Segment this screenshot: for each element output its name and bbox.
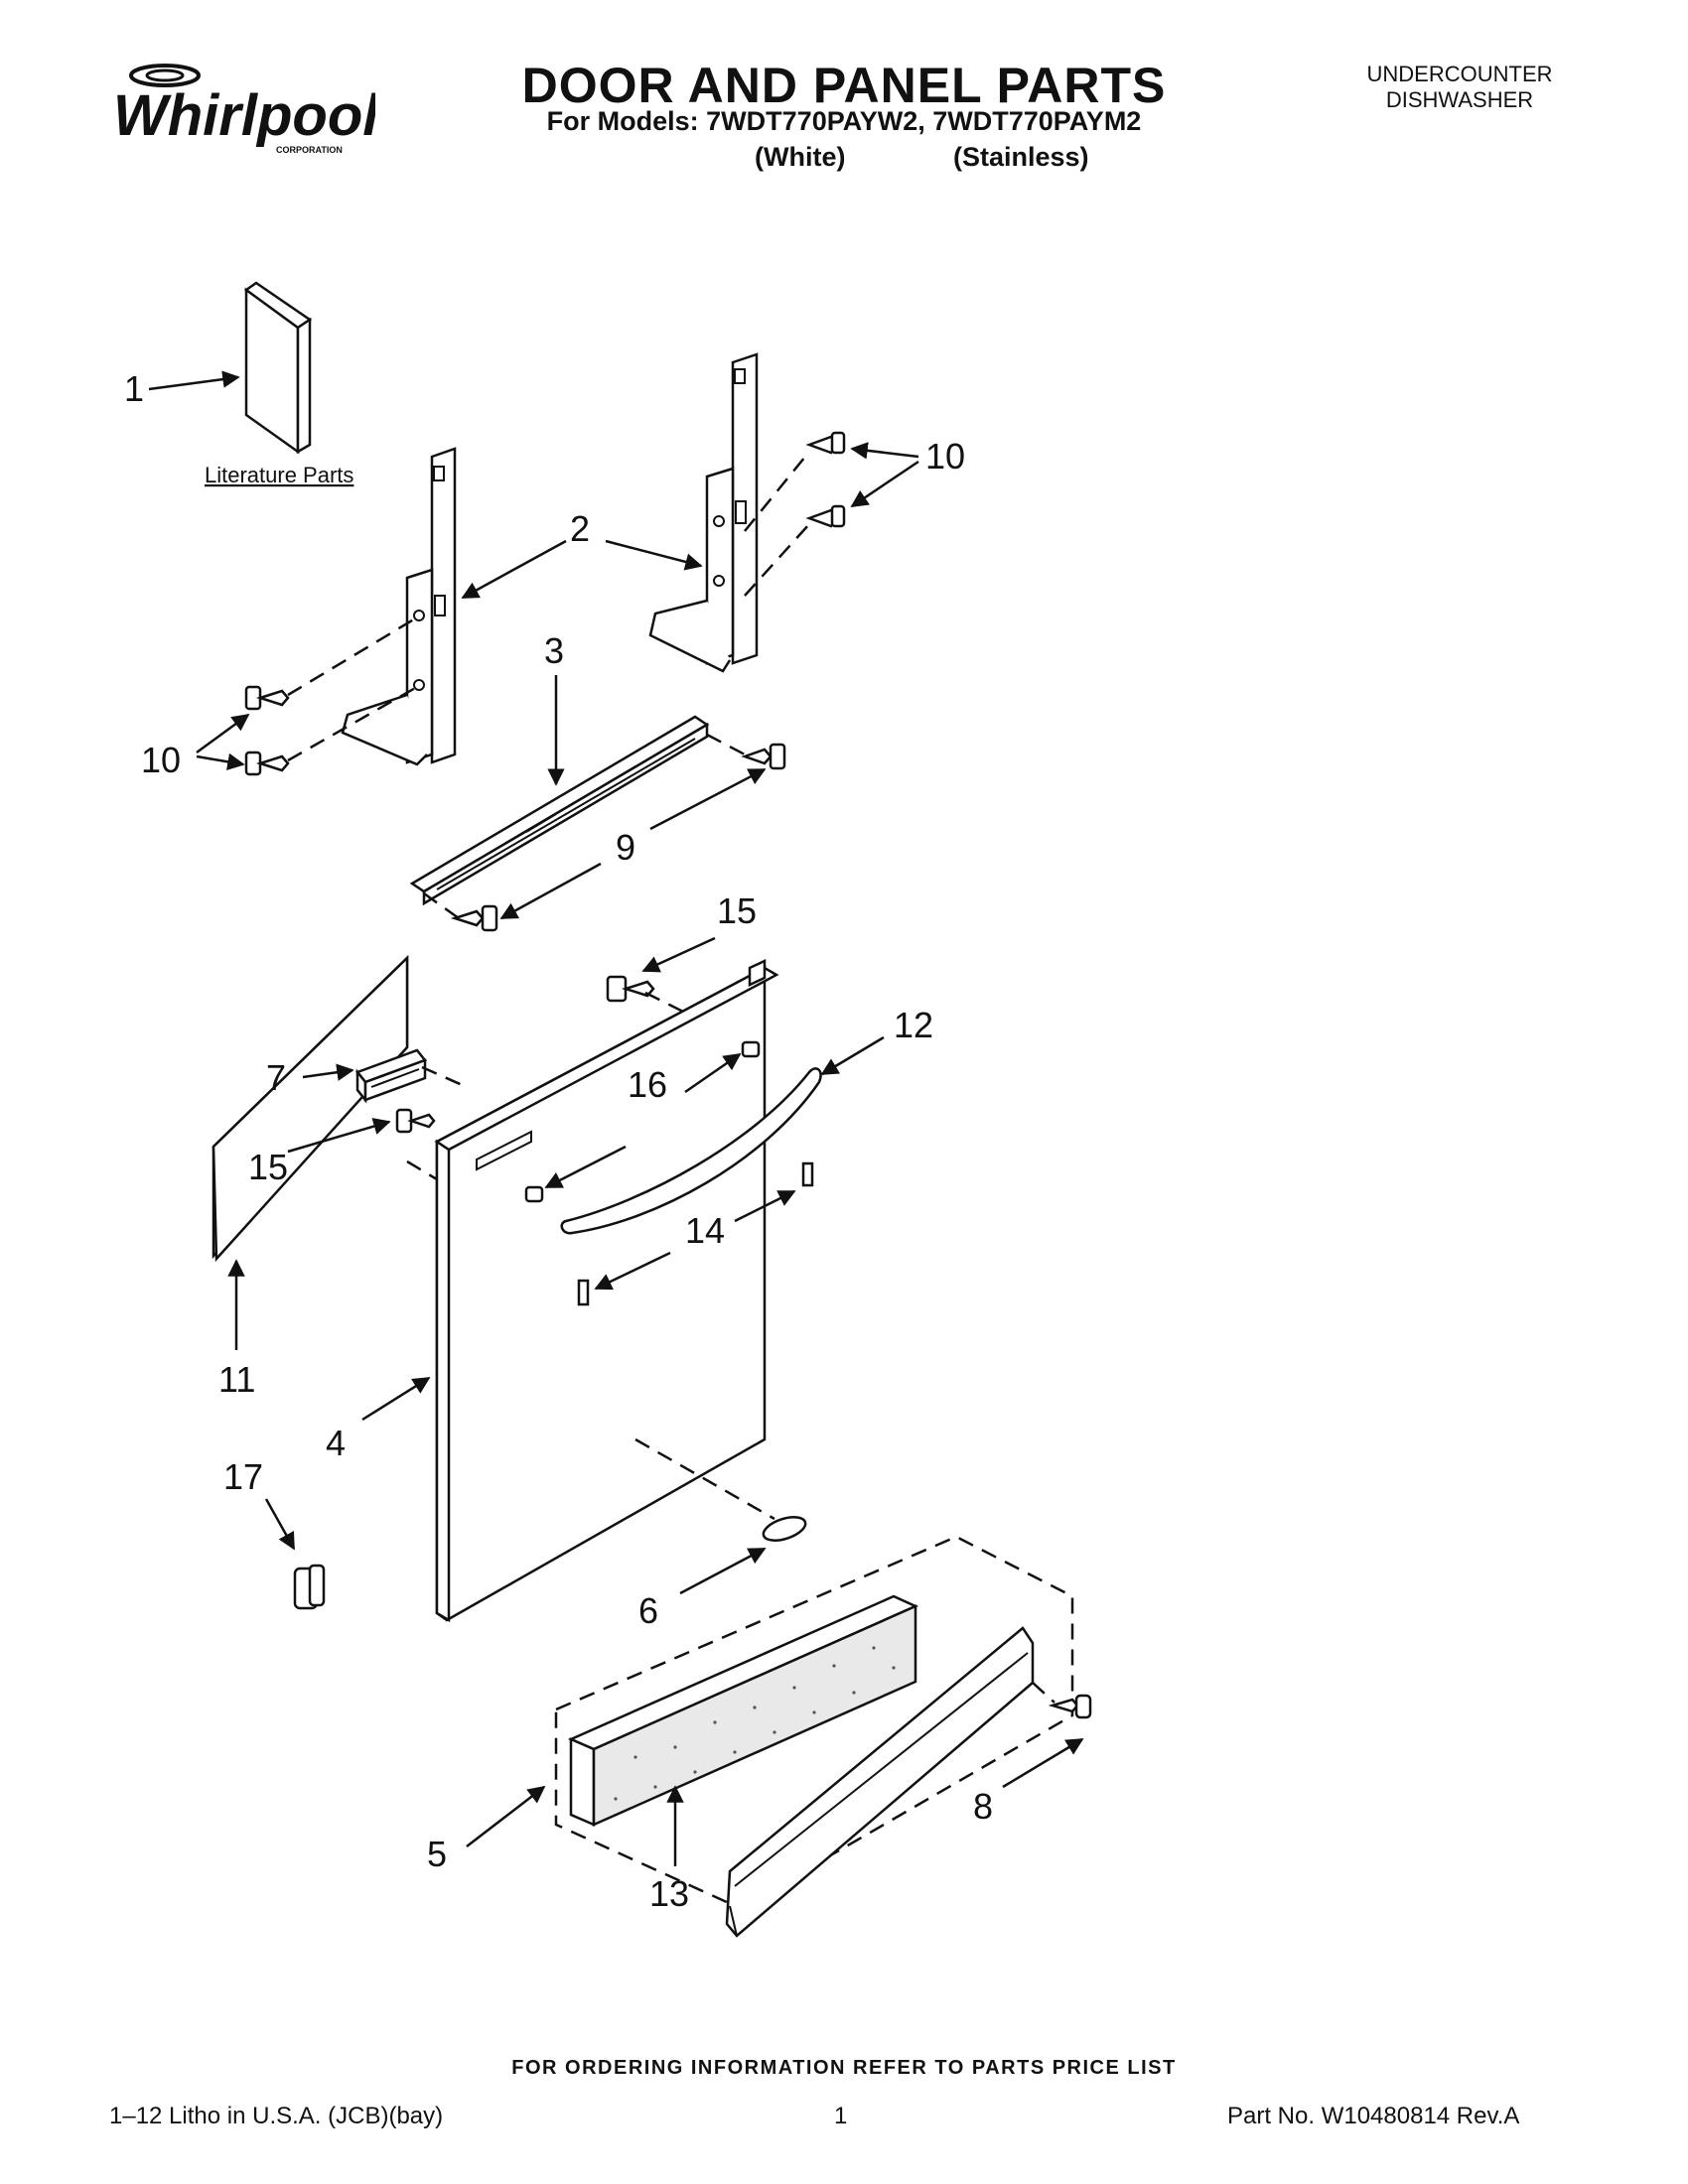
litho-info: 1–12 Litho in U.S.A. (JCB)(bay) xyxy=(109,2103,444,2129)
leader-4 xyxy=(361,1376,431,1422)
literature-booklet xyxy=(243,281,313,455)
hinge-screw-lower-right xyxy=(805,504,846,528)
callout-11: 11 xyxy=(218,1359,255,1400)
callout-14: 14 xyxy=(685,1210,725,1251)
right-hinge-bracket xyxy=(648,352,759,673)
callout-8: 8 xyxy=(973,1786,993,1827)
callout-10-lower: 10 xyxy=(141,740,181,780)
trim-screw-left xyxy=(450,904,498,932)
callout-9: 9 xyxy=(616,827,635,868)
callout-5: 5 xyxy=(427,1834,447,1874)
leader-7 xyxy=(302,1063,354,1081)
leader-14-right xyxy=(734,1189,796,1223)
leader-14-left xyxy=(594,1251,671,1291)
hinge-screw-upper-left xyxy=(244,685,290,711)
leader-16-left xyxy=(544,1145,627,1189)
variant-white-label: (White) xyxy=(755,142,846,172)
brand-subtitle: CORPORATION xyxy=(276,145,343,155)
door-top-trim xyxy=(409,715,710,906)
kickplate-screw xyxy=(1048,1694,1092,1719)
leader-15-left xyxy=(287,1118,391,1154)
leader-17 xyxy=(264,1498,296,1551)
logo-badge xyxy=(762,1516,807,1542)
callout-17: 17 xyxy=(223,1456,263,1497)
leader-5 xyxy=(466,1785,546,1847)
leader-9-left xyxy=(499,862,602,920)
leader-12 xyxy=(820,1035,885,1076)
callout-15-top: 15 xyxy=(717,890,757,931)
panel-screw-left xyxy=(395,1108,436,1134)
control-module xyxy=(354,1048,428,1104)
leader-10-right-a xyxy=(850,442,919,460)
kickplate-assembly-outline xyxy=(554,1535,1074,1910)
callout-15-left: 15 xyxy=(248,1147,288,1187)
category-line-2: DISHWASHER xyxy=(1385,87,1534,112)
callout-16: 16 xyxy=(628,1064,667,1105)
trim-screw-right xyxy=(741,743,786,770)
category-line-1: UNDERCOUNTER xyxy=(1366,62,1553,86)
callout-4: 4 xyxy=(326,1423,346,1463)
leader-1 xyxy=(148,370,240,391)
leader-2-left xyxy=(461,539,567,600)
callout-7: 7 xyxy=(266,1057,286,1098)
brand-wordmark: Whirlpool xyxy=(113,83,375,148)
leader-9-right xyxy=(649,767,767,831)
callout-13: 13 xyxy=(649,1873,689,1914)
handle-screw-left xyxy=(577,1279,590,1306)
callout-10-upper: 10 xyxy=(925,436,965,477)
leader-6 xyxy=(679,1547,767,1595)
page-number: 1 xyxy=(834,2103,848,2129)
outer-door-panel xyxy=(434,959,779,1623)
callout-2: 2 xyxy=(570,508,590,549)
access-cap xyxy=(293,1564,326,1610)
panel-screw-top xyxy=(606,975,655,1003)
leader-10-right-b xyxy=(850,460,919,508)
model-numbers: For Models: 7WDT770PAYW2, 7WDT770PAYM2 xyxy=(546,106,1142,136)
callout-3: 3 xyxy=(544,630,564,671)
handle-stud-left xyxy=(524,1185,544,1203)
variant-stainless-label: (Stainless) xyxy=(953,142,1089,172)
leader-2-right xyxy=(605,539,703,571)
hinge-screw-lower-left xyxy=(244,751,290,776)
appliance-category: UNDERCOUNTER DISHWASHER xyxy=(1311,62,1609,113)
left-hinge-bracket xyxy=(341,447,457,766)
literature-parts-label: Literature Parts xyxy=(205,463,353,487)
handle-screw-right xyxy=(801,1161,814,1187)
leader-8 xyxy=(1002,1737,1084,1789)
whirlpool-logo: Whirlpool CORPORATION xyxy=(113,64,375,155)
ordering-note: FOR ORDERING INFORMATION REFER TO PARTS … xyxy=(511,2057,1177,2079)
leader-10-left-b xyxy=(196,752,245,770)
page-title: DOOR AND PANEL PARTS xyxy=(521,58,1167,113)
callout-6: 6 xyxy=(638,1590,658,1631)
leader-10-left-a xyxy=(196,713,250,754)
callout-1: 1 xyxy=(124,368,144,409)
door-handle xyxy=(560,1067,822,1235)
leader-16-right xyxy=(684,1052,742,1094)
kickplate-insulation xyxy=(567,1594,919,1827)
leader-15-top xyxy=(641,936,716,973)
part-number: Part No. W10480814 Rev.A xyxy=(1227,2103,1520,2129)
handle-stud-right xyxy=(741,1040,761,1058)
callout-12: 12 xyxy=(894,1005,933,1045)
hinge-screw-upper-right xyxy=(805,431,846,455)
